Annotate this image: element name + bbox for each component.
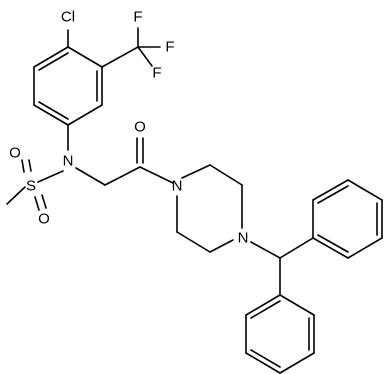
atom-label-o: O bbox=[38, 211, 50, 228]
bond bbox=[312, 237, 349, 259]
atom-label-o: O bbox=[9, 145, 21, 162]
bond bbox=[312, 179, 349, 201]
bond bbox=[317, 234, 349, 253]
bond bbox=[34, 196, 40, 211]
bond bbox=[67, 104, 103, 126]
atom-label-f: F bbox=[165, 39, 174, 56]
atom-labels: Cl F F F O N S O O N N bbox=[9, 9, 248, 247]
bond bbox=[28, 159, 32, 172]
bond bbox=[176, 231, 211, 253]
bond bbox=[181, 164, 211, 179]
bond bbox=[347, 179, 383, 201]
bond bbox=[245, 352, 281, 374]
bond bbox=[279, 294, 315, 316]
bond bbox=[137, 46, 153, 67]
bond bbox=[139, 166, 174, 184]
bond bbox=[104, 166, 141, 186]
bond bbox=[67, 46, 103, 68]
bond bbox=[41, 194, 47, 209]
atom-label-cl: Cl bbox=[61, 9, 75, 26]
bond bbox=[21, 159, 25, 173]
bond bbox=[75, 167, 106, 186]
atom-label-f: F bbox=[133, 9, 142, 26]
bond bbox=[279, 237, 314, 259]
bond bbox=[38, 52, 69, 71]
bond bbox=[33, 104, 69, 126]
bonds bbox=[6, 27, 383, 374]
atom-label-n: N bbox=[172, 178, 183, 195]
atom-label-n: N bbox=[63, 153, 74, 170]
bond bbox=[279, 352, 315, 374]
bond bbox=[250, 349, 281, 368]
bond bbox=[37, 170, 64, 183]
bond bbox=[347, 237, 383, 259]
bond bbox=[209, 239, 234, 253]
atom-label-s: S bbox=[26, 178, 36, 195]
bond bbox=[6, 186, 26, 205]
bond bbox=[209, 164, 243, 186]
atom-label-n: N bbox=[238, 230, 249, 247]
atom-label-o: O bbox=[134, 119, 146, 136]
bond bbox=[33, 46, 69, 68]
bond bbox=[250, 300, 281, 319]
atom-label-f: F bbox=[152, 65, 161, 82]
bond bbox=[250, 241, 281, 259]
bond bbox=[101, 46, 139, 68]
bond bbox=[317, 185, 349, 204]
bond bbox=[245, 294, 281, 316]
bond bbox=[38, 101, 69, 120]
